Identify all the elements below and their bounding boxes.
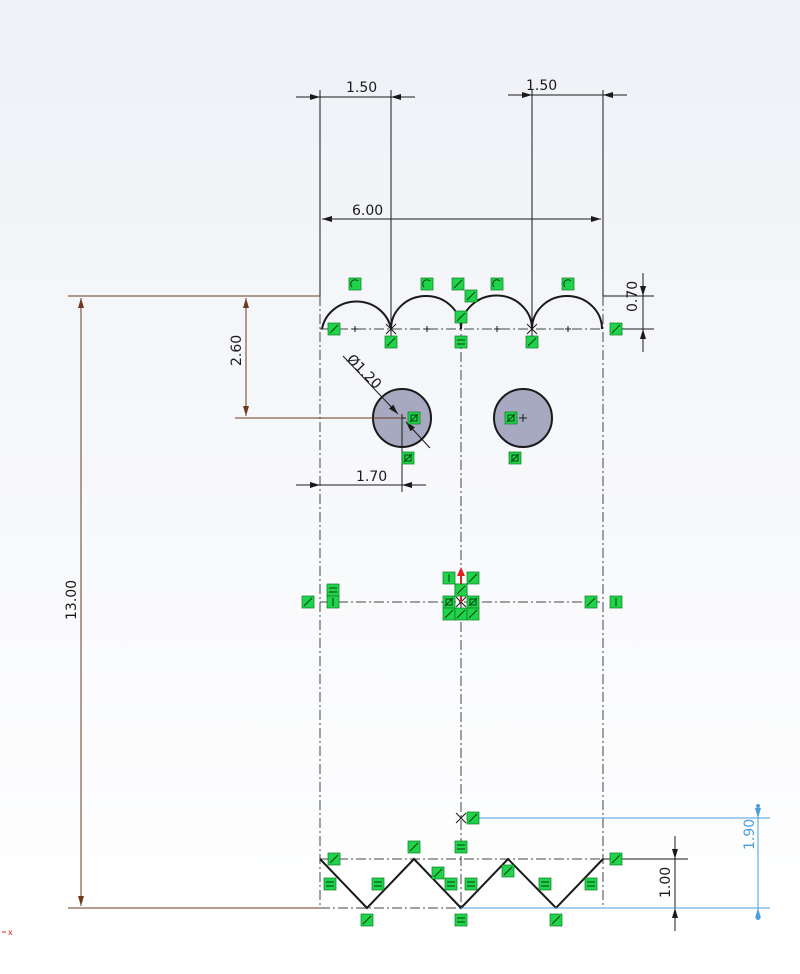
relation-icon[interactable]: [454, 335, 468, 349]
relation-icon[interactable]: [490, 277, 504, 291]
relation-icon[interactable]: [464, 877, 478, 891]
dim-hole-offset-vertical-value[interactable]: 2.60: [229, 335, 245, 366]
dim-total-width-value[interactable]: 6.00: [352, 203, 383, 219]
arc-4[interactable]: [531, 295, 603, 330]
relation-icon[interactable]: [401, 451, 415, 465]
relation-icon[interactable]: [420, 277, 434, 291]
relation-icon[interactable]: [454, 607, 468, 621]
dimension-hole-offset-vertical[interactable]: 2.60: [229, 295, 402, 419]
dim-zigzag-height-value[interactable]: 1.00: [658, 867, 674, 898]
relation-icon[interactable]: [326, 583, 340, 597]
relation-icon[interactable]: [525, 335, 539, 349]
relation-icon[interactable]: [466, 571, 480, 585]
relation-icon[interactable]: [454, 913, 468, 927]
relation-icon[interactable]: [327, 322, 341, 336]
relation-icon[interactable]: [549, 913, 563, 927]
dim-driven-offset-value[interactable]: 1.90: [742, 819, 758, 850]
dim-hole-offset-horizontal-value[interactable]: 1.70: [356, 469, 387, 485]
relation-icon[interactable]: [451, 277, 465, 291]
relation-icon[interactable]: [609, 595, 623, 609]
relation-icon[interactable]: [407, 840, 421, 854]
relation-icon[interactable]: [360, 913, 374, 927]
relation-icon[interactable]: [301, 595, 315, 609]
relation-icon[interactable]: [371, 877, 385, 891]
relation-icon[interactable]: [431, 866, 445, 880]
relation-icon[interactable]: [454, 840, 468, 854]
dim-arc-height-value[interactable]: 0.70: [625, 281, 641, 312]
relation-icon[interactable]: [609, 322, 623, 336]
svg-text:x: x: [8, 928, 13, 937]
relation-icon[interactable]: [508, 451, 522, 465]
relation-icon[interactable]: [454, 310, 468, 324]
relation-icon[interactable]: [327, 852, 341, 866]
dim-hole-diameter-value[interactable]: Ø1.20: [343, 352, 384, 393]
relation-icon[interactable]: [384, 335, 398, 349]
dim-overall-height-value[interactable]: 13.00: [64, 580, 80, 620]
relation-icon[interactable]: [504, 411, 518, 425]
dimension-overall-height[interactable]: 13.00: [64, 295, 320, 909]
relation-icon[interactable]: [407, 411, 421, 425]
dim-top-left-value[interactable]: 1.50: [346, 80, 377, 96]
relation-icon[interactable]: [584, 877, 598, 891]
arc-2[interactable]: [390, 295, 462, 330]
dimension-driven-offset[interactable]: 1.90: [461, 804, 770, 920]
relation-icon[interactable]: [464, 289, 478, 303]
arc-1[interactable]: [321, 300, 392, 330]
relation-icon[interactable]: [501, 864, 515, 878]
relation-icon[interactable]: [348, 277, 362, 291]
dim-top-right-value[interactable]: 1.50: [526, 78, 557, 94]
relation-icon[interactable]: [538, 877, 552, 891]
relation-icon[interactable]: [561, 277, 575, 291]
relation-icon[interactable]: [466, 595, 480, 609]
relation-icon[interactable]: [466, 607, 480, 621]
dimension-top-left[interactable]: 1.50: [296, 80, 415, 322]
relation-icon[interactable]: [442, 571, 456, 585]
relation-icon[interactable]: [323, 877, 337, 891]
relation-icon[interactable]: [584, 595, 598, 609]
dimension-hole-offset-horizontal[interactable]: 1.70: [296, 418, 426, 492]
dimension-zigzag-height[interactable]: 1.00: [603, 836, 688, 931]
dimension-total-width[interactable]: 6.00: [322, 203, 601, 222]
relation-markers: [301, 277, 623, 927]
relation-icon[interactable]: [466, 811, 480, 825]
relation-icon[interactable]: [442, 607, 456, 621]
relation-icon[interactable]: [444, 877, 458, 891]
relation-icon[interactable]: [454, 583, 468, 597]
dimension-arc-height[interactable]: 0.70: [603, 273, 654, 352]
axis-icon: x: [2, 928, 13, 937]
relation-icon[interactable]: [609, 852, 623, 866]
relation-icon[interactable]: [326, 595, 340, 609]
relation-icon[interactable]: [442, 595, 456, 609]
dimension-top-right[interactable]: 1.50: [508, 78, 627, 322]
